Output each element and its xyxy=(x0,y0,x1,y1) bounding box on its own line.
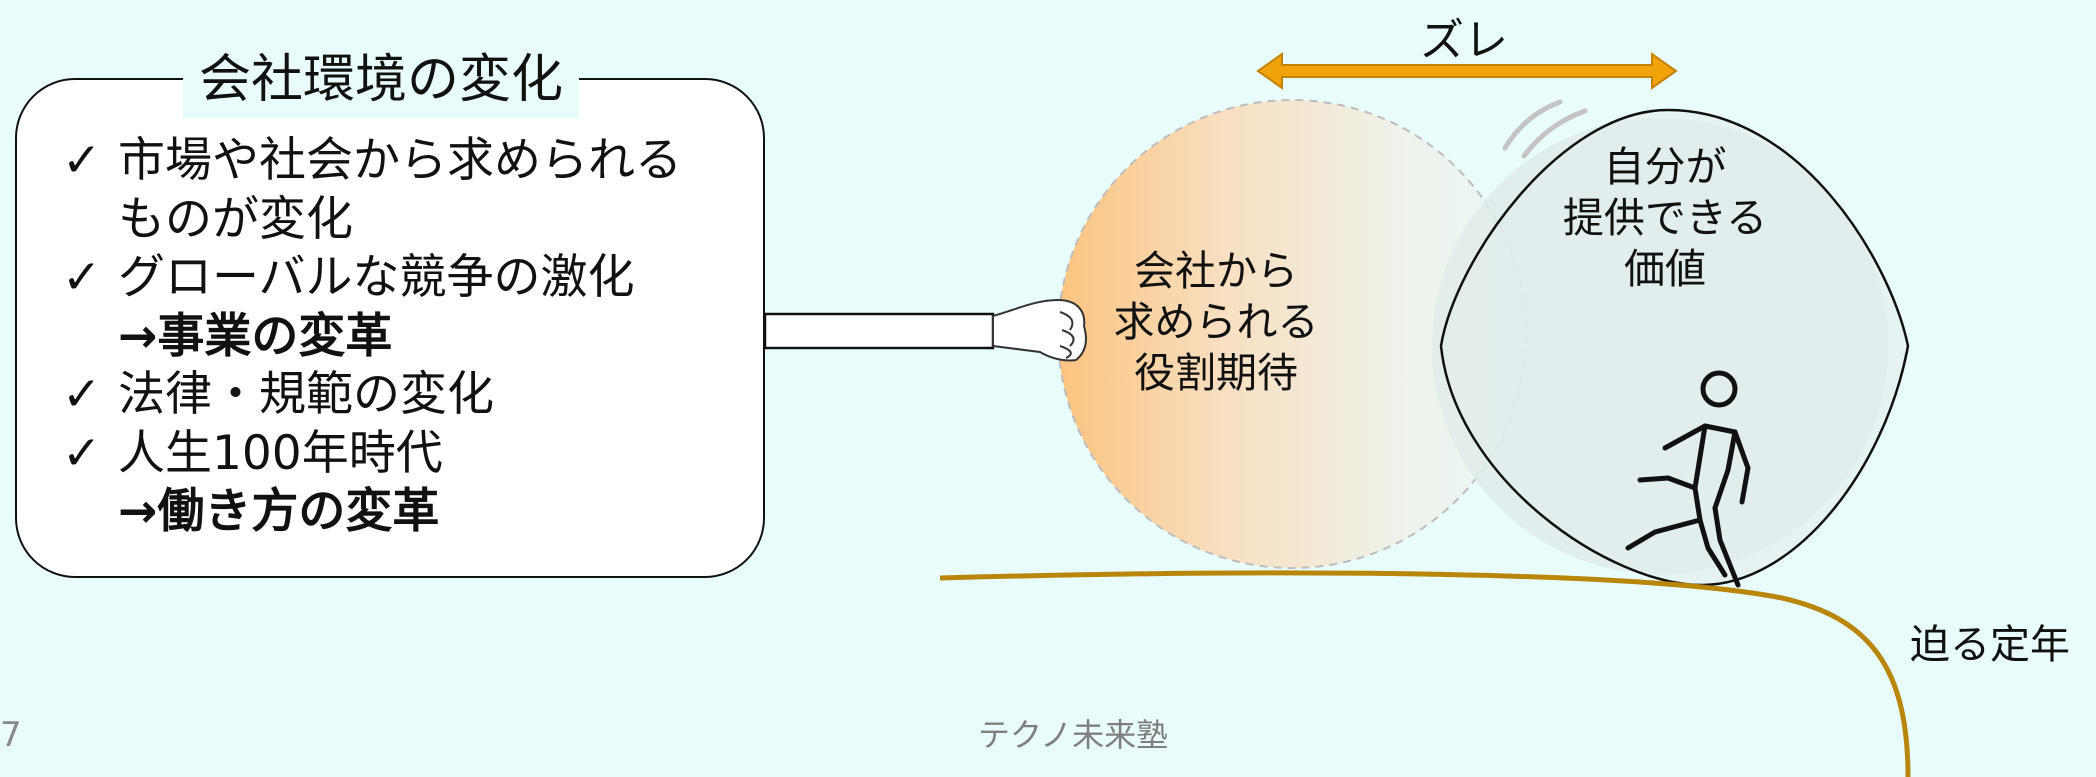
list-item-text: 市場や社会から求められる xyxy=(118,133,682,188)
list-item-emphasis: →働き方の変革 xyxy=(118,484,440,539)
self-value-line: 自分が xyxy=(1603,143,1727,191)
checkmark-icon: ✓ xyxy=(62,367,102,422)
company-expectation-line: 会社から xyxy=(1134,247,1298,295)
pushing-hand-icon xyxy=(992,298,1087,362)
company-expectation-line: 求められる xyxy=(1113,298,1319,346)
list-item: ✓ 法律・規範の変化 xyxy=(62,366,752,425)
motion-line-icon xyxy=(1502,99,1563,151)
self-value-line: 提供できる xyxy=(1562,194,1768,242)
gap-arrow-icon xyxy=(1256,52,1678,90)
list-item: ✓ 人生100年時代 →働き方の変革 xyxy=(62,425,752,542)
environment-change-list: ✓ 市場や社会から求められる ものが変化 ✓ グローバルな競争の激化 →事業の変… xyxy=(62,132,752,542)
list-item-text: 人生100年時代 xyxy=(118,425,443,481)
checkmark-icon: ✓ xyxy=(62,133,102,188)
walking-person-icon xyxy=(1625,370,1751,588)
gap-label: ズレ xyxy=(1420,15,1508,66)
motion-line-icon xyxy=(1521,108,1588,159)
company-expectation-label: 会社から 求められる 役割期待 xyxy=(1106,246,1326,399)
list-item-text: ものが変化 xyxy=(118,191,353,247)
checkmark-icon: ✓ xyxy=(62,425,102,481)
list-item: ✓ 市場や社会から求められる ものが変化 xyxy=(62,132,752,249)
environment-box-title: 会社環境の変化 xyxy=(183,42,580,118)
retirement-label: 迫る定年 xyxy=(1910,622,2070,668)
pushing-pole xyxy=(763,312,995,350)
list-item: ✓ グローバルな競争の激化 →事業の変革 xyxy=(62,249,752,366)
list-item-text: グローバルな競争の激化 xyxy=(118,250,635,305)
list-item-text: 法律・規範の変化 xyxy=(118,367,494,422)
organization-name: テクノ未来塾 xyxy=(978,716,1169,754)
environment-change-box xyxy=(15,78,765,578)
list-item-emphasis: →事業の変革 xyxy=(118,308,393,364)
self-value-line: 価値 xyxy=(1624,245,1706,293)
self-value-label: 自分が 提供できる 価値 xyxy=(1545,142,1785,295)
company-expectation-line: 役割期待 xyxy=(1134,349,1298,397)
retirement-slope-line xyxy=(939,570,1911,777)
checkmark-icon: ✓ xyxy=(62,250,102,305)
page-number: 7 xyxy=(0,715,22,755)
